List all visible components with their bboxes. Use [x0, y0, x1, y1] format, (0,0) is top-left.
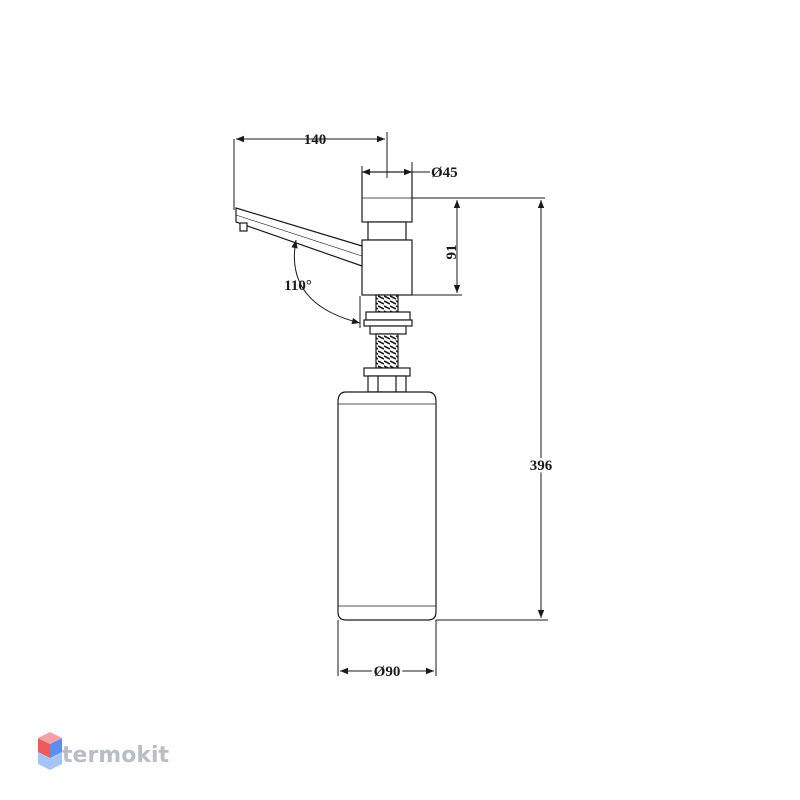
lower-thread	[375, 333, 399, 369]
upper-thread	[375, 294, 399, 313]
label-head-diameter: Ø45	[431, 165, 458, 181]
dim-bottle-diameter	[337, 620, 437, 676]
dim-head-height	[412, 197, 545, 296]
pump-body	[361, 239, 413, 296]
dim-total-height	[436, 200, 548, 621]
cube-icon	[38, 732, 62, 770]
pump-neck	[367, 221, 407, 241]
spout	[235, 207, 363, 267]
label-spout-angle: 110°	[284, 278, 312, 294]
bottle	[337, 391, 437, 621]
label-total-height: 396	[530, 458, 553, 474]
label-spout-length: 140	[304, 132, 327, 148]
bottle-collar	[363, 367, 411, 393]
dim-head-diameter	[361, 162, 430, 178]
pump-head-cap	[361, 171, 413, 223]
brand-name: termokit	[62, 743, 169, 768]
brand-logo: termokit	[38, 732, 169, 770]
mounting-nut	[363, 311, 413, 335]
label-bottle-diameter: Ø90	[374, 664, 401, 680]
label-head-height: 91	[444, 245, 460, 260]
dim-spout-angle	[291, 239, 361, 328]
dim-spout-length	[233, 132, 388, 210]
